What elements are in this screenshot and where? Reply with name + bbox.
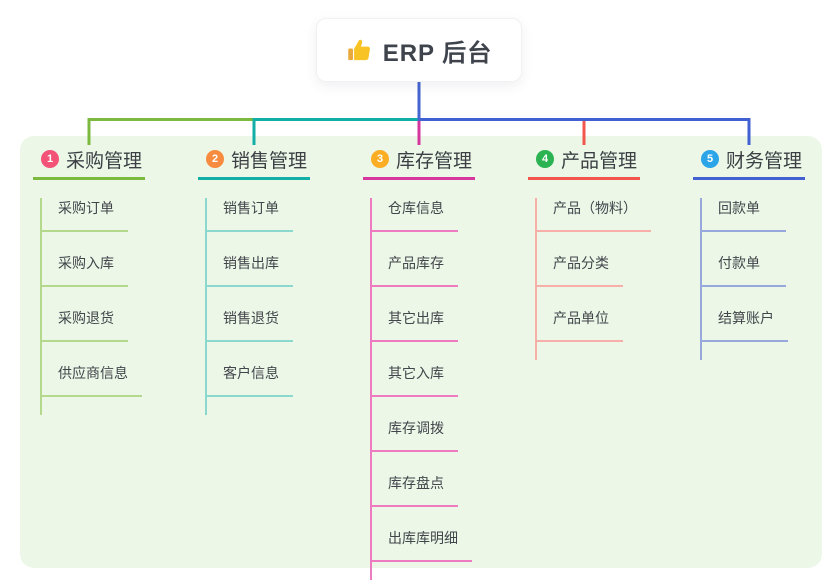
child-topic[interactable]: 客户信息: [205, 363, 293, 397]
branch-3-title: 库存管理: [396, 150, 473, 172]
child-topic[interactable]: 回款单: [700, 198, 786, 232]
child-topic[interactable]: 其它入库: [370, 363, 458, 397]
child-topic[interactable]: 采购入库: [40, 253, 128, 287]
branch-3-badge: 3: [371, 150, 389, 168]
child-topic[interactable]: 产品单位: [535, 308, 623, 342]
branch-4-child-line: [535, 198, 537, 360]
child-topic[interactable]: 产品（物料）: [535, 198, 651, 232]
branch-5-badge: 5: [701, 150, 719, 168]
child-topic[interactable]: 其它出库: [370, 308, 458, 342]
branch-2-badge: 2: [206, 150, 224, 168]
child-topic[interactable]: 采购退货: [40, 308, 128, 342]
branch-4-title: 产品管理: [561, 150, 638, 172]
branch-1-title: 采购管理: [66, 150, 143, 172]
branch-1-children: 采购订单 采购入库 采购退货 供应商信息: [40, 198, 198, 415]
child-topic[interactable]: 付款单: [700, 253, 786, 287]
branch-2-topic[interactable]: 2 销售管理: [198, 147, 310, 180]
branch-1: 1 采购管理 采购订单 采购入库 采购退货 供应商信息: [33, 147, 198, 415]
branch-2-children: 销售订单 销售出库 销售退货 客户信息: [205, 198, 363, 415]
branch-4: 4 产品管理 产品（物料） 产品分类 产品单位: [528, 147, 693, 360]
branch-4-badge: 4: [536, 150, 554, 168]
child-topic[interactable]: 销售退货: [205, 308, 293, 342]
branch-5-child-line: [700, 198, 702, 360]
branch-4-topic[interactable]: 4 产品管理: [528, 147, 640, 180]
child-topic[interactable]: 出库库明细: [370, 528, 472, 562]
branch-5-title: 财务管理: [726, 150, 803, 172]
child-topic[interactable]: 仓库信息: [370, 198, 458, 232]
branch-5-children: 回款单 付款单 结算账户: [700, 198, 839, 360]
branches-panel: [20, 136, 822, 568]
branch-5-topic[interactable]: 5 财务管理: [693, 147, 805, 180]
branch-3: 3 库存管理 仓库信息 产品库存 其它出库 其它入库 库存调拨 库存盘点 出库库…: [363, 147, 528, 580]
branch-1-topic[interactable]: 1 采购管理: [33, 147, 145, 180]
branch-1-badge: 1: [41, 150, 59, 168]
child-topic[interactable]: 供应商信息: [40, 363, 142, 397]
child-topic[interactable]: 采购订单: [40, 198, 128, 232]
branch-5: 5 财务管理 回款单 付款单 结算账户: [693, 147, 839, 360]
child-topic[interactable]: 销售订单: [205, 198, 293, 232]
child-topic[interactable]: 结算账户: [700, 308, 788, 342]
branch-2-title: 销售管理: [231, 150, 308, 172]
thumbs-up-icon: [347, 39, 370, 60]
root-node[interactable]: ERP 后台: [316, 18, 522, 82]
branch-3-children: 仓库信息 产品库存 其它出库 其它入库 库存调拨 库存盘点 出库库明细: [370, 198, 528, 580]
child-topic[interactable]: 产品分类: [535, 253, 623, 287]
branch-2-child-line: [205, 198, 207, 415]
branch-4-children: 产品（物料） 产品分类 产品单位: [535, 198, 693, 360]
child-topic[interactable]: 库存调拨: [370, 418, 458, 452]
branch-1-child-line: [40, 198, 42, 415]
branch-2: 2 销售管理 销售订单 销售出库 销售退货 客户信息: [198, 147, 363, 415]
branch-3-topic[interactable]: 3 库存管理: [363, 147, 475, 180]
child-topic[interactable]: 销售出库: [205, 253, 293, 287]
child-topic[interactable]: 库存盘点: [370, 473, 458, 507]
root-label: ERP 后台: [382, 39, 493, 67]
branch-3-child-line: [370, 198, 372, 580]
child-topic[interactable]: 产品库存: [370, 253, 458, 287]
